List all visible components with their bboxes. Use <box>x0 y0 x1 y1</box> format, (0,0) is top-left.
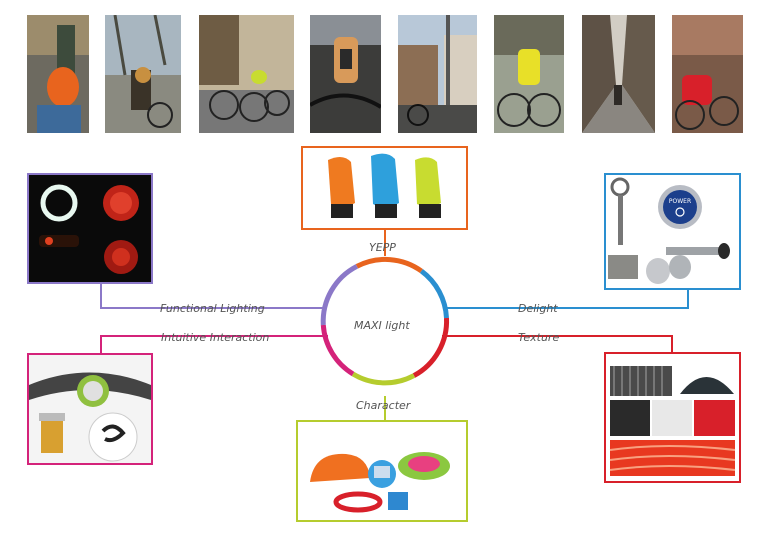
character-label: Character <box>356 399 411 412</box>
parked-bikes-photo <box>199 15 294 133</box>
seat-on-bike-photo <box>310 15 381 133</box>
yellow-seat-photo <box>494 15 564 133</box>
texture-label: Texture <box>518 331 560 344</box>
helmet-knob-image <box>29 355 151 463</box>
center-label: MAXI light <box>354 319 410 332</box>
yepp-image-box <box>301 146 468 230</box>
delight-image-box: POWER <box>604 173 741 290</box>
man-with-bike-photo <box>105 15 181 133</box>
functional-lighting-image-box <box>27 173 153 284</box>
texture-samples-image <box>606 354 739 481</box>
intuitive-interaction-label: Intuitive Interaction <box>161 331 270 344</box>
power-button-horn-image: POWER <box>606 175 739 288</box>
red-seat-bikes-photo <box>672 15 743 133</box>
center-ring <box>320 256 450 386</box>
yepp-label: YEPP <box>369 241 396 254</box>
cyclist-street-photo <box>582 15 655 133</box>
orange-seat-photo <box>27 15 89 133</box>
texture-image-box <box>604 352 741 483</box>
svg-text:POWER: POWER <box>669 198 691 205</box>
helmet-timer-bowls-image <box>298 422 466 520</box>
three-child-seats-image <box>303 148 466 228</box>
character-image-box <box>296 420 468 522</box>
intuitive-interaction-image-box <box>27 353 153 465</box>
lights-image <box>29 175 151 282</box>
delight-label: Delight <box>518 302 558 315</box>
canal-houses-photo <box>398 15 477 133</box>
functional-lighting-label: Functional Lighting <box>160 302 265 315</box>
